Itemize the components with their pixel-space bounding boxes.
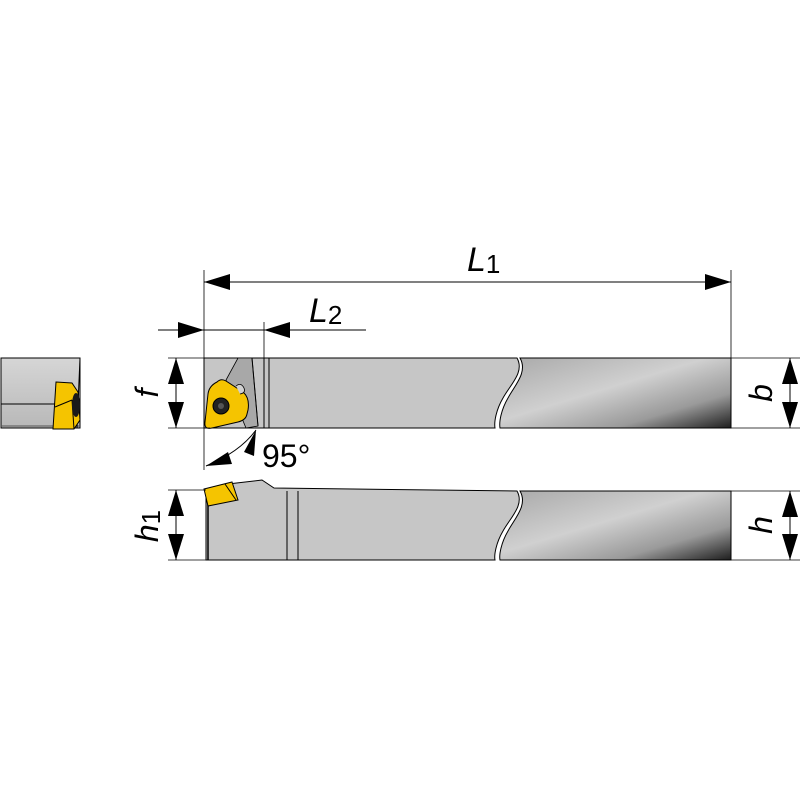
- dimension-L1: L1: [203, 241, 732, 358]
- arrow-up-icon: [244, 430, 256, 456]
- screw-torx-icon: [218, 403, 224, 409]
- arrow-up-icon: [168, 490, 184, 516]
- arrow-up-icon: [782, 358, 798, 384]
- arrow-up-icon: [782, 491, 798, 517]
- dimension-b: b: [731, 357, 800, 429]
- side-body-right: [499, 490, 732, 561]
- arrow-down-icon: [168, 402, 184, 428]
- arrow-down-icon: [168, 534, 184, 560]
- arrow-down-icon: [782, 534, 798, 560]
- side-view: [203, 479, 732, 561]
- dimension-h: h: [731, 490, 800, 561]
- arrow-down-icon: [782, 402, 798, 428]
- top-body-right: [499, 357, 732, 429]
- insert-edge: [54, 399, 73, 408]
- dimension-L2: L2: [158, 292, 366, 358]
- arrow-left-icon: [264, 322, 290, 338]
- label-h: h: [743, 516, 779, 534]
- dimension-angle: 95°: [203, 428, 310, 474]
- screw-icon: [72, 393, 80, 417]
- pocket-edge: [251, 357, 259, 427]
- side-body-left: [205, 479, 520, 561]
- insert-edge: [224, 483, 237, 501]
- label-angle: 95°: [262, 438, 310, 474]
- insert-side-icon: [203, 481, 239, 507]
- label-L1: L1: [467, 241, 500, 279]
- top-body-left: [203, 357, 520, 429]
- top-view: [203, 357, 732, 429]
- arrow-left-icon: [206, 452, 232, 466]
- arrow-left-icon: [204, 274, 230, 290]
- dimension-h1: h1: [129, 489, 206, 561]
- arrow-right-icon: [178, 322, 204, 338]
- clamp-icon: [235, 384, 245, 395]
- label-f: f: [129, 385, 165, 397]
- dimension-f: f: [129, 357, 210, 429]
- arrow-up-icon: [168, 358, 184, 384]
- end-view: [0, 357, 81, 430]
- arrow-right-icon: [705, 274, 731, 290]
- label-h1: h1: [129, 510, 166, 542]
- label-L2: L2: [309, 292, 342, 330]
- label-b: b: [743, 384, 779, 402]
